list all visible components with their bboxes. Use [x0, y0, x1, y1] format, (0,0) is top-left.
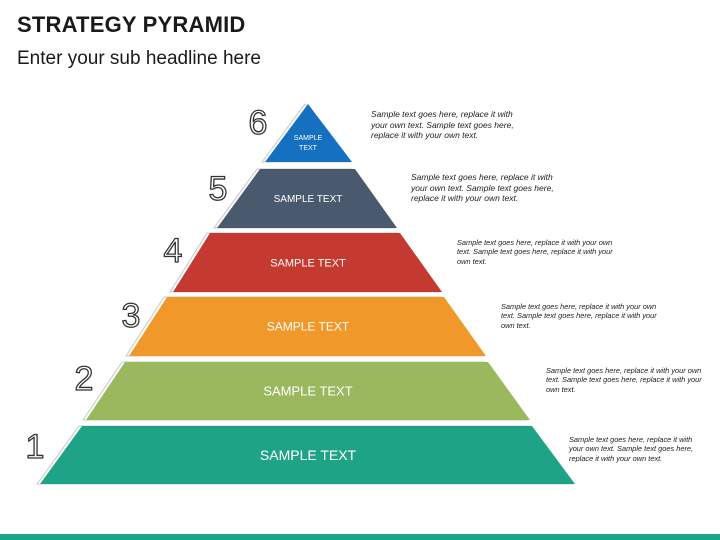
pyramid-level-6-label: SAMPLE [294, 135, 323, 142]
pyramid-level-6 [265, 104, 352, 162]
level-number-6: 6 [249, 104, 268, 142]
level-number-2: 2 [75, 360, 94, 398]
page-title: STRATEGY PYRAMID [17, 12, 246, 37]
pyramid-level-3 [129, 297, 486, 356]
pyramid-level-1 [40, 426, 575, 484]
pyramid-level-5 [217, 169, 397, 228]
pyramid-level-2-label: SAMPLE TEXT [263, 384, 352, 399]
level-number-5: 5 [209, 170, 228, 208]
pyramid-level-1-label: SAMPLE TEXT [260, 447, 357, 463]
level-2-description: Sample text goes here, replace it with y… [546, 366, 702, 394]
level-number-3: 3 [122, 297, 141, 335]
pyramid-level-5-label: SAMPLE TEXT [274, 194, 343, 205]
bottom-accent-bar [0, 534, 720, 540]
pyramid-level-4 [173, 233, 442, 292]
pyramid-level-6-label: TEXT [299, 145, 318, 152]
pyramid-level-3-label: SAMPLE TEXT [267, 320, 350, 334]
level-number-1: 1 [26, 428, 45, 466]
page-subtitle: Enter your sub headline here [17, 48, 261, 69]
level-3-description: Sample text goes here, replace it with y… [501, 302, 657, 330]
level-4-description: Sample text goes here, replace it with y… [457, 238, 613, 266]
level-5-description: Sample text goes here, replace it with y… [411, 172, 554, 204]
level-number-4: 4 [164, 232, 183, 270]
pyramid-level-4-label: SAMPLE TEXT [270, 257, 346, 269]
level-6-description: Sample text goes here, replace it with y… [371, 109, 514, 141]
level-1-description: Sample text goes here, replace it with y… [569, 435, 694, 463]
pyramid-level-2 [86, 362, 530, 420]
